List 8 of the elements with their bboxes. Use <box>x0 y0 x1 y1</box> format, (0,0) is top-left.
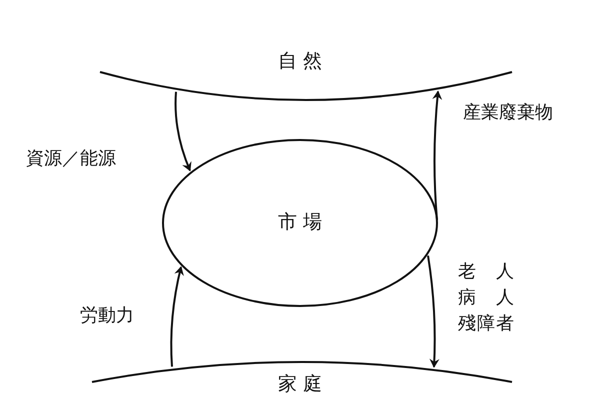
arrow <box>170 266 184 367</box>
band-label: 自 然 <box>278 52 322 71</box>
arrow <box>174 92 192 172</box>
arrow <box>432 90 442 220</box>
arrow <box>427 255 440 368</box>
band-label: 家 庭 <box>278 375 322 394</box>
edge-label: 資源／能源 <box>26 148 116 170</box>
ellipse-label: 市 場 <box>278 213 322 232</box>
